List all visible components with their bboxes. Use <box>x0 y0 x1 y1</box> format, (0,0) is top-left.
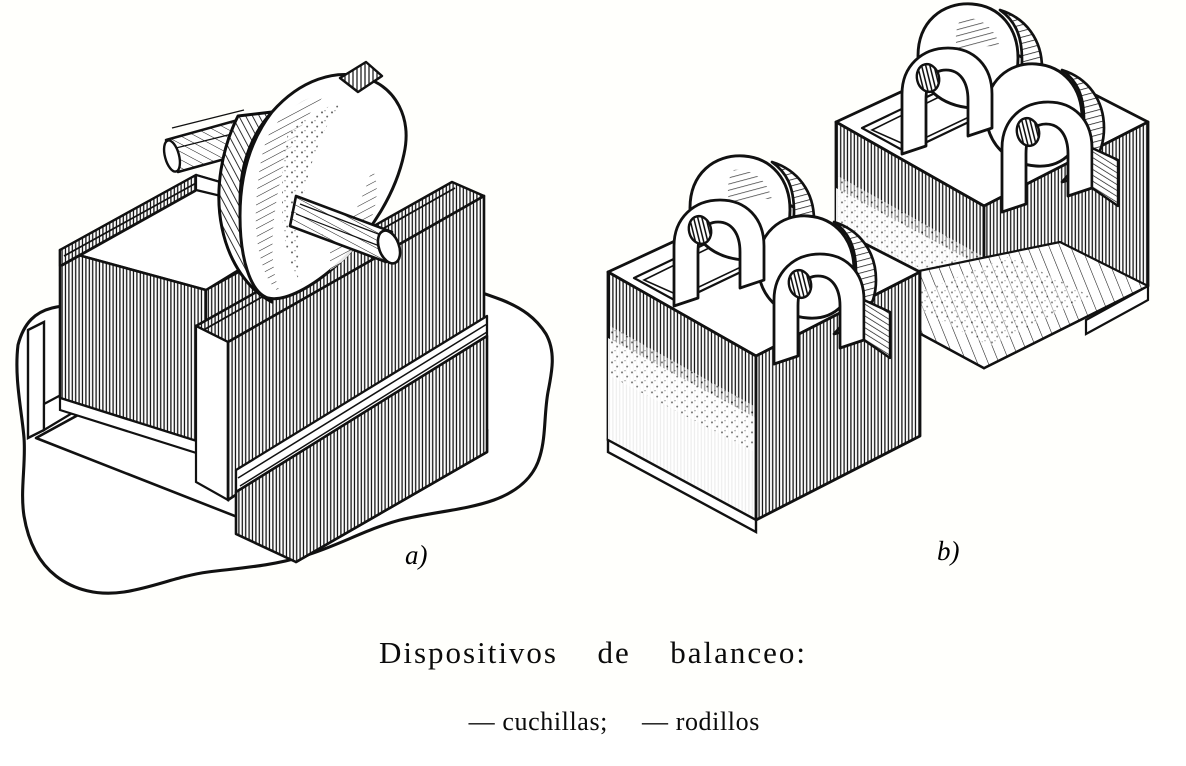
rotor-shaft-front <box>288 194 402 265</box>
rotor-top-lug <box>338 60 384 94</box>
rotor-shaft-end-cap <box>376 229 402 265</box>
rotor-assembly <box>162 60 408 304</box>
roller-pair-rear <box>900 2 1120 214</box>
caption-term-rodillos: — rodillos <box>642 706 760 736</box>
bracket-front-right-side <box>862 298 892 360</box>
inter-pedestal-floor-stipple <box>900 256 1090 346</box>
pedestal-front-left-stipple <box>610 326 754 452</box>
rail-right-inner-face <box>194 324 230 502</box>
rotor-disc-shading <box>255 94 326 292</box>
figure-label-a: a) <box>405 540 428 570</box>
caption-subtitle: — cuchillas; — rodillos <box>0 677 1186 766</box>
rail-right-ledge-line-a <box>237 323 488 479</box>
figure-label-b: b) <box>937 536 960 566</box>
figure-a-knife-edge-device <box>15 60 554 595</box>
knife-edge-rail-right <box>194 180 489 564</box>
technical-illustration <box>15 2 1150 595</box>
caption-title: Dispositivos de balanceo: <box>378 635 808 670</box>
roller-rear-back-shade <box>955 17 1000 56</box>
axle-hole-front-left <box>687 214 713 246</box>
rotor-disc-stipple <box>282 104 340 282</box>
axle-hole-front-right <box>787 268 813 300</box>
rail-right-skirt <box>234 334 489 564</box>
figure-b-roller-device <box>606 2 1150 535</box>
base-plate-left-step <box>26 320 46 440</box>
pedestal-front-bottom-edge <box>606 437 758 535</box>
bracket-rear-right-side <box>1090 146 1120 208</box>
roller-pair-front <box>672 154 892 366</box>
rail-right-ledge-line-b <box>239 331 488 487</box>
figure-page: a) b) Dispositivos de balanceo: — cuchil… <box>15 2 1150 736</box>
caption-term-cuchillas: — cuchillas; <box>468 706 608 736</box>
figure-caption: Dispositivos de balanceo: — cuchillas;— … <box>0 635 1186 766</box>
roller-front-back-shade <box>727 169 772 208</box>
rail-left-blade-ridge2 <box>61 190 197 267</box>
axle-hole-rear-right <box>1015 116 1041 148</box>
rail-left-blade-ridge <box>63 181 199 257</box>
axle-hole-rear-left <box>915 62 941 94</box>
rotor-rim <box>217 110 274 304</box>
